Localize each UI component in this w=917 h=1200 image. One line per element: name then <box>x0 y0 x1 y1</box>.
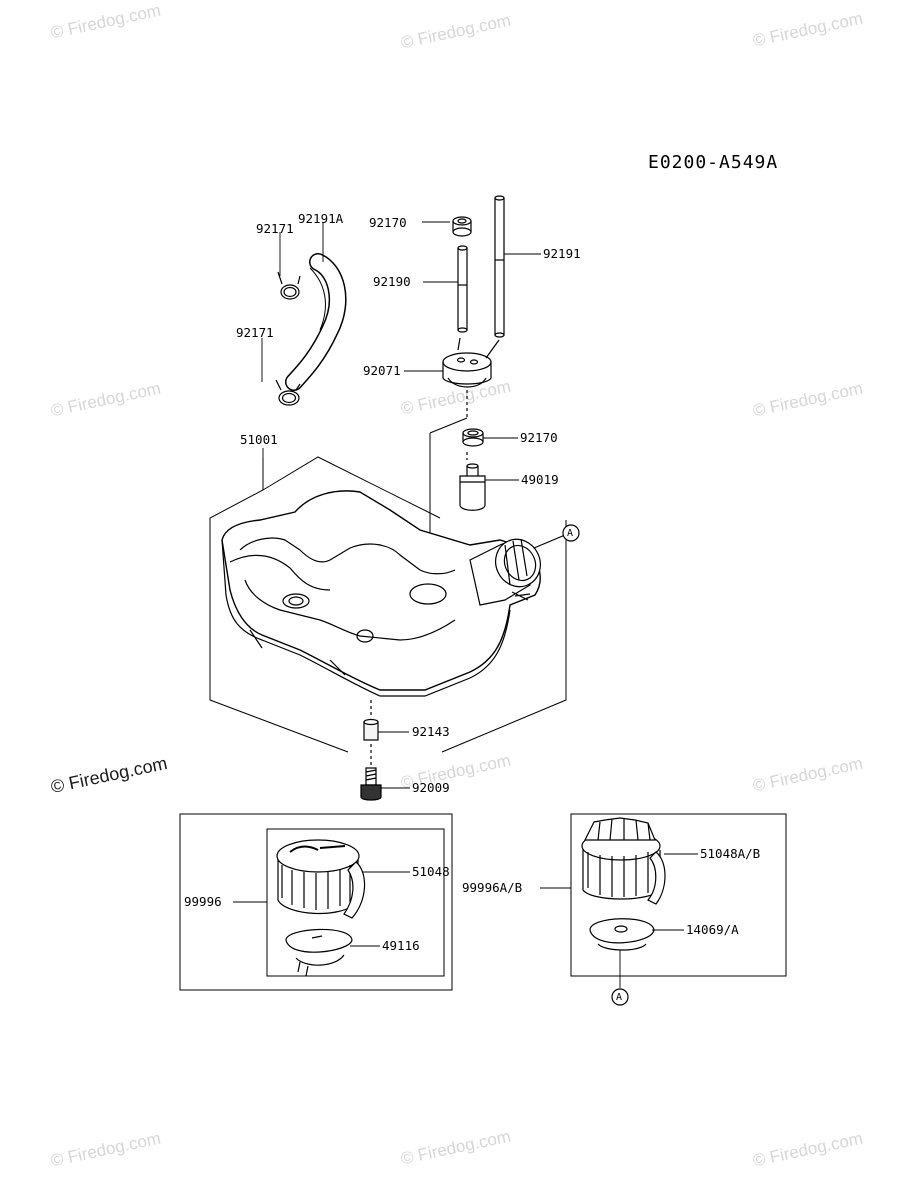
part-label-92170-top: 92170 <box>369 215 407 230</box>
fuel-tank-51001 <box>221 490 541 697</box>
clamp-92171-bottom <box>275 379 301 406</box>
callout-letter-top: A <box>567 528 574 539</box>
part-label-92171-bottom: 92171 <box>236 325 274 340</box>
cap-assembly-99996AB <box>540 813 787 1006</box>
part-label-49116: 49116 <box>382 938 420 953</box>
part-label-92143: 92143 <box>412 724 450 739</box>
part-label-92009: 92009 <box>412 780 450 795</box>
part-label-49019: 49019 <box>521 472 559 487</box>
callout-letter-bottom: A <box>616 992 623 1003</box>
part-label-92171-top: 92171 <box>256 221 294 236</box>
grommet-92071 <box>442 337 500 388</box>
leader-lines <box>261 221 541 789</box>
part-label-99996: 99996 <box>184 894 222 909</box>
part-label-92191A: 92191A <box>298 211 344 226</box>
diagram-code: E0200-A549A <box>648 152 779 173</box>
part-label-14069A: 14069/A <box>686 922 739 937</box>
part-label-51048: 51048 <box>412 864 450 879</box>
part-label-99996AB: 99996A/B <box>462 880 523 895</box>
part-label-51048AB: 51048A/B <box>700 846 761 861</box>
part-label-92170-mid: 92170 <box>520 430 558 445</box>
tank-bracket <box>209 417 567 753</box>
part-label-92190: 92190 <box>373 274 411 289</box>
cap-assembly-99996 <box>179 813 453 991</box>
tube-92191 <box>494 195 505 338</box>
grommet-92170-top <box>452 216 472 237</box>
part-label-51001: 51001 <box>240 432 278 447</box>
callout-a-top <box>533 524 580 549</box>
filter-49019 <box>459 463 486 511</box>
part-label-92071: 92071 <box>363 363 401 378</box>
clamp-92171-top <box>277 271 301 300</box>
collar-92143 <box>363 700 379 766</box>
bolt-92009 <box>360 767 382 801</box>
tube-92190 <box>457 245 468 333</box>
fuel-hose-92191A <box>285 253 347 391</box>
part-label-92191: 92191 <box>543 246 581 261</box>
grommet-92170-mid <box>462 428 484 447</box>
